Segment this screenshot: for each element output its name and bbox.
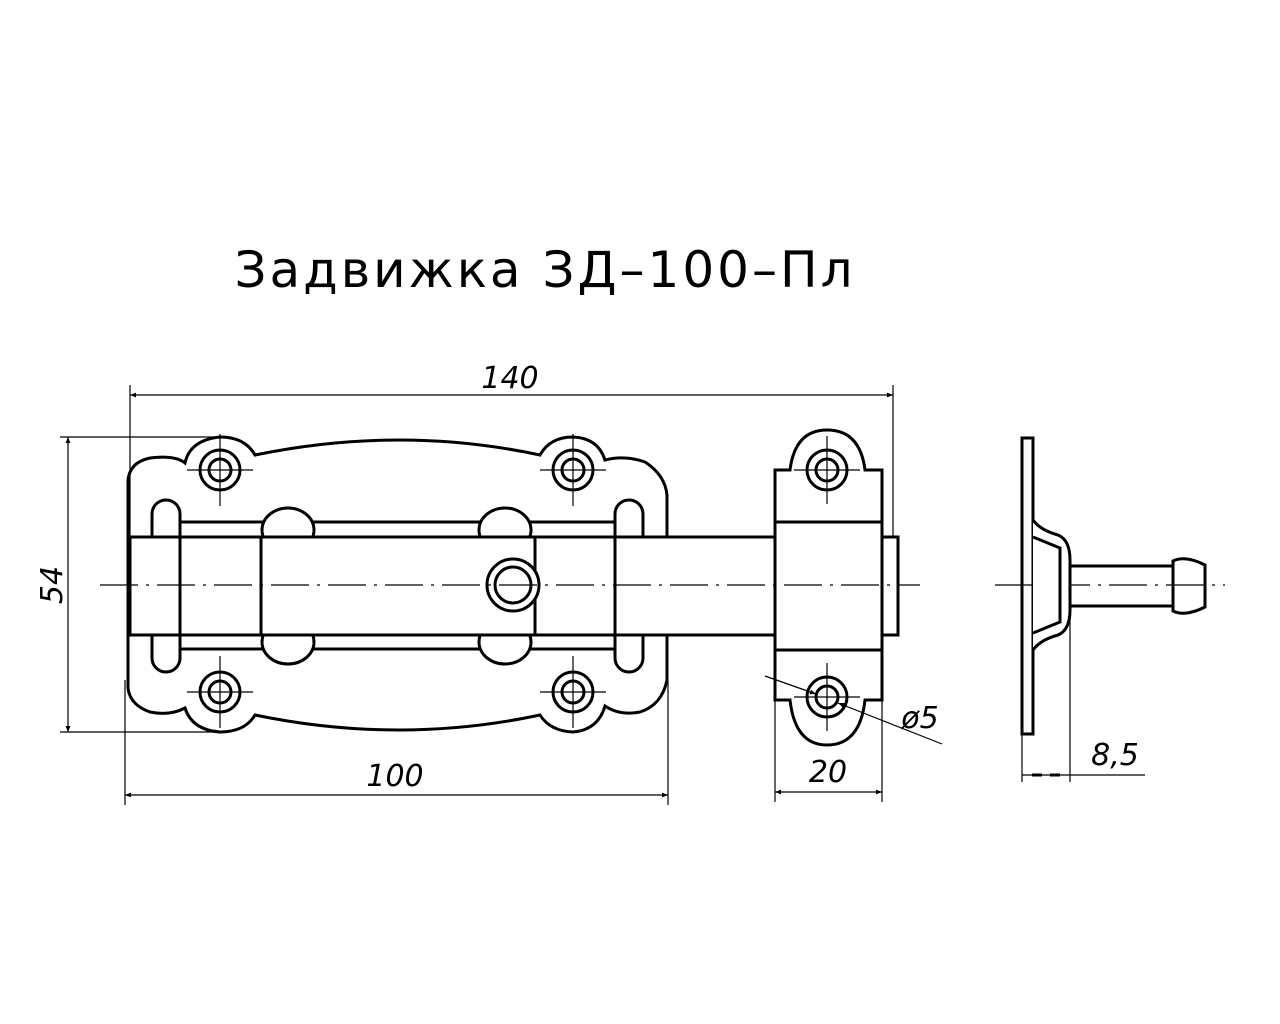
dimension-54: 54	[35, 566, 70, 604]
dimension-8-5: 8,5	[1091, 738, 1139, 773]
mounting-holes	[187, 434, 860, 731]
dimension-20: 20	[809, 755, 847, 790]
dimension-100: 100	[366, 759, 423, 794]
dimension-140: 140	[481, 361, 538, 396]
base-plate	[126, 435, 669, 734]
side-view	[1020, 436, 1207, 736]
bracket	[773, 428, 884, 747]
dimension-hole-diameter: ø5	[900, 701, 938, 736]
drawing-title: Задвижка ЗД–100–Пл	[234, 241, 855, 299]
